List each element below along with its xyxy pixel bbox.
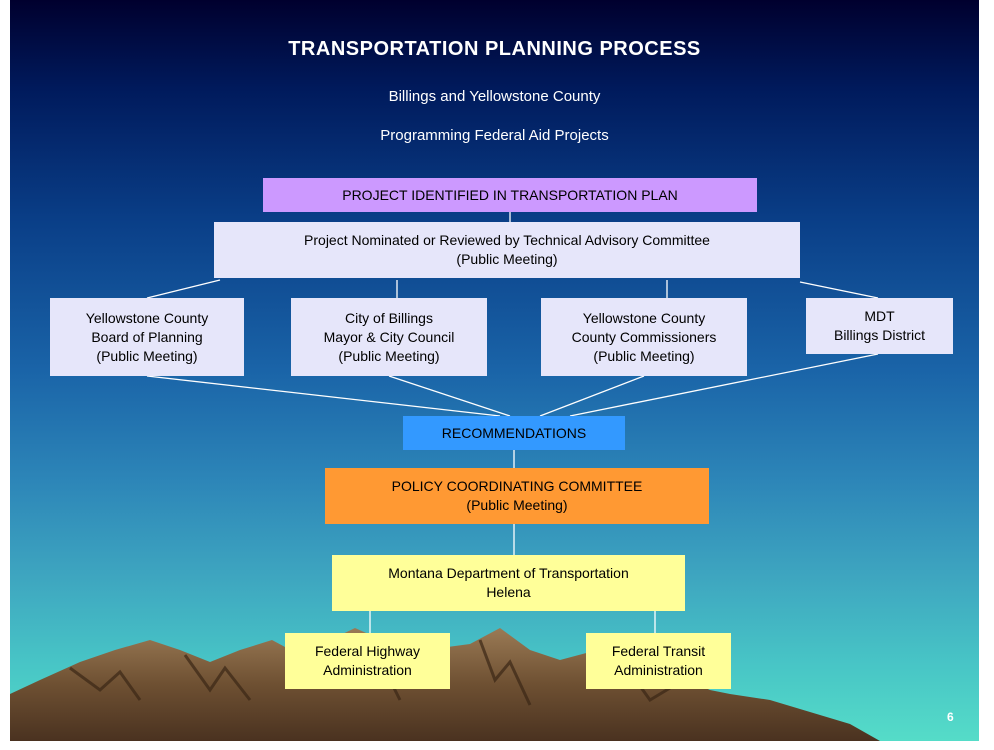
box-label: Federal Highway bbox=[314, 643, 421, 659]
box-label-2: Board of Planning bbox=[91, 328, 203, 345]
recommendations-box: RECOMMENDATIONS bbox=[403, 416, 625, 450]
box-label-2: Billings District bbox=[833, 327, 925, 343]
box-label: MDT bbox=[864, 308, 895, 324]
box-note: (Public Meeting) bbox=[96, 347, 198, 364]
project-identified-box: PROJECT IDENTIFIED IN TRANSPORTATION PLA… bbox=[263, 178, 757, 212]
slide: TRANSPORTATION PLANNING PROCESS Billings… bbox=[10, 0, 979, 741]
slide-title: TRANSPORTATION PLANNING PROCESS bbox=[288, 38, 701, 60]
connector-lines bbox=[146, 212, 879, 633]
box-note: (Public Meeting) bbox=[466, 497, 568, 513]
box-label: Project Nominated or Reviewed by Technic… bbox=[304, 232, 710, 248]
box-label-2: Administration bbox=[323, 662, 412, 678]
box-label-2: Helena bbox=[486, 584, 531, 600]
slide-subtitle: Billings and Yellowstone County bbox=[388, 88, 601, 105]
box-label: Federal Transit bbox=[611, 643, 706, 659]
slide-subtitle-2: Programming Federal Aid Projects bbox=[380, 127, 609, 144]
box-note: (Public Meeting) bbox=[456, 251, 558, 267]
city-billings-box: City of Billings Mayor & City Council (P… bbox=[291, 298, 487, 376]
box-label: RECOMMENDATIONS bbox=[441, 424, 587, 441]
policy-committee-box: POLICY COORDINATING COMMITTEE (Public Me… bbox=[325, 468, 709, 524]
box-label: POLICY COORDINATING COMMITTEE bbox=[391, 478, 643, 494]
box-label: PROJECT IDENTIFIED IN TRANSPORTATION PLA… bbox=[342, 186, 678, 203]
yellowstone-board-box: Yellowstone County Board of Planning (Pu… bbox=[50, 298, 244, 376]
project-nominated-box: Project Nominated or Reviewed by Technic… bbox=[214, 222, 800, 278]
box-label-2: County Commissioners bbox=[571, 328, 717, 345]
box-label: City of Billings bbox=[345, 309, 433, 326]
mdt-billings-box: MDT Billings District bbox=[806, 298, 953, 354]
montana-dot-box: Montana Department of Transportation Hel… bbox=[332, 555, 685, 611]
box-label: Yellowstone County bbox=[582, 309, 706, 326]
box-note: (Public Meeting) bbox=[338, 347, 440, 364]
fhwa-box: Federal Highway Administration bbox=[285, 633, 450, 689]
box-label-2: Administration bbox=[614, 662, 703, 678]
box-label-2: Mayor & City Council bbox=[323, 328, 455, 345]
box-label: Yellowstone County bbox=[85, 309, 209, 326]
fta-box: Federal Transit Administration bbox=[586, 633, 731, 689]
county-commissioners-box: Yellowstone County County Commissioners … bbox=[541, 298, 747, 376]
box-note: (Public Meeting) bbox=[593, 347, 695, 364]
box-label: Montana Department of Transportation bbox=[388, 565, 629, 581]
page-number: 6 bbox=[947, 710, 954, 724]
